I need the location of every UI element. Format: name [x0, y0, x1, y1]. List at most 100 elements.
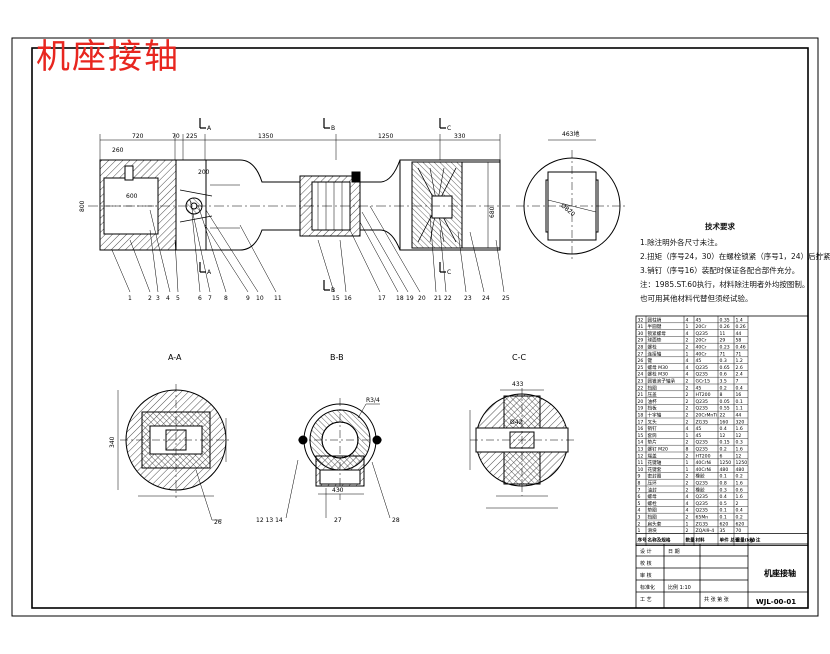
bom-cell: 0.6 [720, 372, 727, 378]
part-number-label: 17 [378, 295, 386, 302]
bom-cell: 45 [696, 433, 702, 439]
bom-cell: 22 [638, 385, 644, 391]
bom-cell: 螺栓 [648, 344, 658, 351]
dim-800: 800 [79, 200, 86, 212]
bom-cell: 40CrNi [696, 467, 712, 473]
tb-approve: 审 核 [640, 572, 652, 579]
bom-cell: 44 [736, 413, 742, 419]
bom-cell: 27 [638, 351, 644, 357]
bom-cell: 4 [686, 426, 689, 432]
bom-cell: 20 [638, 399, 644, 405]
sheet-inner-frame [31, 47, 809, 609]
bom-cell: 2 [638, 521, 641, 527]
part-number-label: 16 [344, 295, 352, 302]
bom-cell: 25 [638, 365, 644, 371]
bom-cell: 2 [686, 379, 689, 385]
tech-req-heading: 技术要求 [705, 222, 735, 231]
part-number-label: 9 [246, 295, 250, 302]
technical-requirements: 技术要求 1.除注明外各尺寸未注。 2.扭矩（序号24，30）在螺栓锁紧（序号1… [640, 220, 830, 306]
bom-cell: 2 [686, 515, 689, 521]
bom-cell: 30 [638, 331, 644, 337]
bom-cell: 71 [736, 351, 742, 357]
label-section-a-top: A [207, 125, 212, 132]
bom-cell: 4 [686, 358, 689, 364]
bom-cell: 扁头套 [648, 520, 662, 527]
bom-cell: 11 [638, 460, 644, 466]
bom-cell: 58 [736, 338, 742, 344]
bom-cell: 620 [736, 521, 745, 527]
bom-cell: 叉头 [648, 418, 658, 425]
bom-cell: 2 [686, 413, 689, 419]
bom-cell: 20Cr [696, 324, 707, 330]
bom-cell: Q235 [696, 440, 708, 446]
bom-cell: 0.46 [736, 345, 746, 351]
part-number-label: 18 [396, 295, 404, 302]
section-c-c-title: C-C [512, 353, 526, 362]
dim-200: 200 [198, 169, 210, 176]
dim-330: 330 [454, 133, 466, 140]
part-number-label: 5 [176, 295, 180, 302]
bom-cell: 螺母 [648, 493, 658, 500]
bom-header-cell: 单件 总计 [720, 537, 740, 544]
bom-cell: 套筒 [648, 432, 658, 439]
bom-cell: 球面垫 [648, 337, 662, 344]
bom-cell: 4 [686, 372, 689, 378]
bom-cell: 0.2 [736, 474, 743, 480]
bom-cell: 4 [686, 501, 689, 507]
bom-cell: 2 [686, 419, 689, 425]
bom-cell: 连接轴 [648, 350, 662, 357]
part-number-label: 23 [464, 295, 472, 302]
dim-1250: 1250 [378, 133, 393, 140]
bom-cell: Q235 [696, 501, 708, 507]
bom-cell: 圆柱销 [648, 316, 662, 323]
bom-cell: 65Mn [696, 515, 709, 521]
part-number-label: 7 [208, 295, 212, 302]
bom-cell: 2 [686, 385, 689, 391]
bom-cell: 1250 [736, 460, 748, 466]
section-c-c-view [469, 388, 574, 509]
bom-cell: 0.5 [720, 501, 727, 507]
bom-cell: 4 [686, 365, 689, 371]
bom-cell: 0.1 [736, 399, 743, 405]
bom-cell: 3.5 [720, 379, 727, 385]
section-b-b-callout-28: 28 [392, 517, 400, 524]
section-b-b-dim-430: 430 [332, 487, 344, 494]
bom-cell: 0.3 [720, 358, 727, 364]
bom-cell: 1 [686, 467, 689, 473]
bom-cell: 22 [720, 413, 726, 419]
bom-cell: ZG35 [696, 521, 709, 527]
bom-cell: 0.6 [736, 487, 743, 493]
bom-cell: 螺母 M30 [648, 364, 669, 371]
bom-cell: 2 [736, 501, 739, 507]
bom-cell: 40CrNi [696, 460, 712, 466]
bom-cell: 2 [686, 345, 689, 351]
bom-cell: 0.4 [736, 508, 743, 514]
tb-date: 日 期 [668, 549, 680, 555]
bom-cell: HT200 [696, 392, 711, 398]
bom-cell: 2 [686, 481, 689, 487]
bom-cell: 0.2 [720, 447, 727, 453]
bom-cell: 45 [696, 426, 702, 432]
bom-header-cell: 重量(kg) [736, 537, 756, 544]
bom-cell: 13 [638, 447, 644, 453]
sheet-outer-frame [11, 37, 819, 617]
bom-cell: 12 [638, 453, 644, 459]
part-number-label: 1 [128, 295, 132, 302]
bom-cell: 半圆键 [648, 323, 662, 330]
bom-cell: 0.2 [736, 515, 743, 521]
dim-680: 680 [489, 206, 496, 218]
part-number-label: 6 [198, 295, 202, 302]
bom-cell: 11 [720, 331, 726, 337]
bom-cell: 3 [638, 515, 641, 521]
label-section-c-top: C [447, 125, 451, 132]
bom-cell: 20Cr [696, 338, 707, 344]
section-b-b-callout-r: R3/4 [366, 397, 380, 404]
dim-1350: 1350 [258, 133, 273, 140]
tech-req-line-3: 3.销钉（序号16）装配时保证各配合部件充分。 [640, 266, 800, 275]
tb-scale: 比例 1:10 [668, 584, 691, 591]
bom-cell: 挡圈 [648, 514, 658, 521]
bom-cell: 滑块 [648, 527, 658, 534]
bom-cell: 4 [686, 331, 689, 337]
